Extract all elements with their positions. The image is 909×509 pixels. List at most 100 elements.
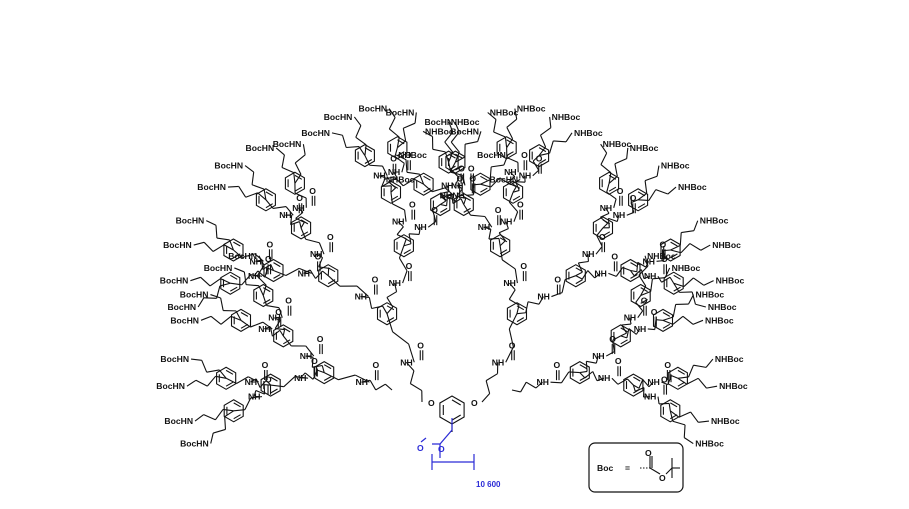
polymer-carbonyl-o: O xyxy=(417,443,424,453)
amide-linker xyxy=(254,253,264,262)
boc-chain xyxy=(230,315,242,321)
boc-chain xyxy=(275,147,285,156)
amide-nh: NH xyxy=(643,256,655,266)
terminal-boc-label: NHBoc xyxy=(719,381,748,391)
boc-chain xyxy=(388,108,396,118)
boc-legend-ester-o: O xyxy=(659,473,666,483)
carbonyl-oxygen: O xyxy=(554,360,561,370)
benzene-ring xyxy=(592,216,614,240)
boc-chain xyxy=(493,119,497,133)
amide-linker xyxy=(550,381,562,384)
amide-linker xyxy=(294,376,309,379)
benzene-ring xyxy=(253,283,274,308)
propyl-chain xyxy=(498,238,501,246)
amide-linker xyxy=(381,165,388,176)
boc-chain xyxy=(691,291,696,305)
boc-chain xyxy=(414,112,417,124)
amide-linker xyxy=(338,374,356,381)
carbonyl-oxygen: O xyxy=(509,340,516,350)
boc-chain xyxy=(244,165,255,173)
carbonyl-oxygen: O xyxy=(468,163,475,173)
carbonyl-oxygen: O xyxy=(390,154,397,164)
propyl-chain xyxy=(596,377,605,382)
propyl-chain xyxy=(498,232,506,241)
amide-linker xyxy=(508,192,514,203)
propyl-chain xyxy=(602,222,608,229)
boc-chain xyxy=(201,360,208,373)
benzene-ring xyxy=(620,258,641,283)
carbonyl-oxygen: O xyxy=(266,239,273,249)
boc-chain xyxy=(644,180,648,194)
boc-chain xyxy=(640,285,647,296)
carbonyl-oxygen: O xyxy=(458,163,465,173)
propyl-chain xyxy=(309,269,317,279)
boc-chain xyxy=(464,141,478,145)
carbonyl-oxygen: O xyxy=(661,254,668,264)
boc-chain xyxy=(706,385,718,389)
boc-chain xyxy=(626,147,629,159)
amide-nh: NH xyxy=(600,203,612,213)
amide-linker xyxy=(250,321,264,328)
terminal-boc-label: BocHN xyxy=(180,290,209,300)
carbonyl-oxygen: O xyxy=(285,296,292,306)
propyl-chain xyxy=(393,171,398,179)
boc-chain xyxy=(662,319,674,325)
carbonyl-oxygen: O xyxy=(611,251,618,261)
amide-linker xyxy=(356,285,369,297)
boc-chain xyxy=(388,128,400,138)
amide-nh: NH xyxy=(310,249,322,259)
propyl-chain xyxy=(250,378,257,383)
boc-chain xyxy=(678,411,691,418)
boc-chain xyxy=(293,172,296,184)
propyl-chain xyxy=(585,361,588,372)
terminal-boc-label: BocHN xyxy=(160,354,189,364)
amide-nh: NH xyxy=(294,373,306,383)
terminal-boc-label: BocHN xyxy=(386,107,415,117)
boc-chain xyxy=(506,138,514,149)
carbonyl-oxygen: O xyxy=(661,375,668,385)
propyl-chain xyxy=(265,379,272,386)
propyl-chain xyxy=(369,379,377,391)
boc-chain xyxy=(294,154,306,164)
boc-chain xyxy=(480,179,491,185)
boc-chain xyxy=(490,177,501,188)
boc-chain xyxy=(206,369,220,373)
boc-chain xyxy=(245,192,258,198)
propyl-chain xyxy=(300,222,305,229)
boc-chain xyxy=(493,131,506,138)
amide-linker xyxy=(615,267,624,277)
boc-chain xyxy=(640,291,651,297)
amide-linker xyxy=(398,245,405,259)
carbonyl-oxygen: O xyxy=(309,186,316,196)
boc-chain xyxy=(200,315,212,321)
benzene-ring xyxy=(623,373,644,397)
terminal-boc-label: BocHN xyxy=(450,126,479,136)
amide-linker xyxy=(250,396,263,399)
propyl-chain xyxy=(315,253,323,259)
terminal-boc-label: NHBoc xyxy=(700,216,729,226)
propyl-chain xyxy=(638,379,644,389)
terminal-boc-label: BocHN xyxy=(197,182,226,192)
terminal-boc-label: BocHN xyxy=(204,263,233,273)
propyl-chain xyxy=(418,227,421,235)
boc-chain xyxy=(403,122,416,129)
amide-linker xyxy=(508,201,519,213)
propyl-chain xyxy=(439,193,447,202)
amide-linker xyxy=(241,253,256,259)
amide-linker xyxy=(532,155,540,162)
propyl-chain xyxy=(575,271,583,277)
boc-chain xyxy=(450,131,460,143)
amide-linker xyxy=(432,187,446,193)
boc-chain xyxy=(677,377,688,385)
boc-chain xyxy=(220,315,232,325)
polymer-repeat-subscript: 10 600 xyxy=(476,480,501,489)
boc-chain xyxy=(689,243,702,251)
terminal-boc-label: NHBoc xyxy=(678,182,707,192)
boc-chain xyxy=(679,232,682,246)
propyl-chain xyxy=(527,301,540,305)
boc-chain xyxy=(224,416,227,430)
boc-chain xyxy=(396,137,400,148)
boc-chain xyxy=(688,364,694,378)
propyl-chain xyxy=(587,270,596,279)
propyl-chain xyxy=(579,370,588,374)
